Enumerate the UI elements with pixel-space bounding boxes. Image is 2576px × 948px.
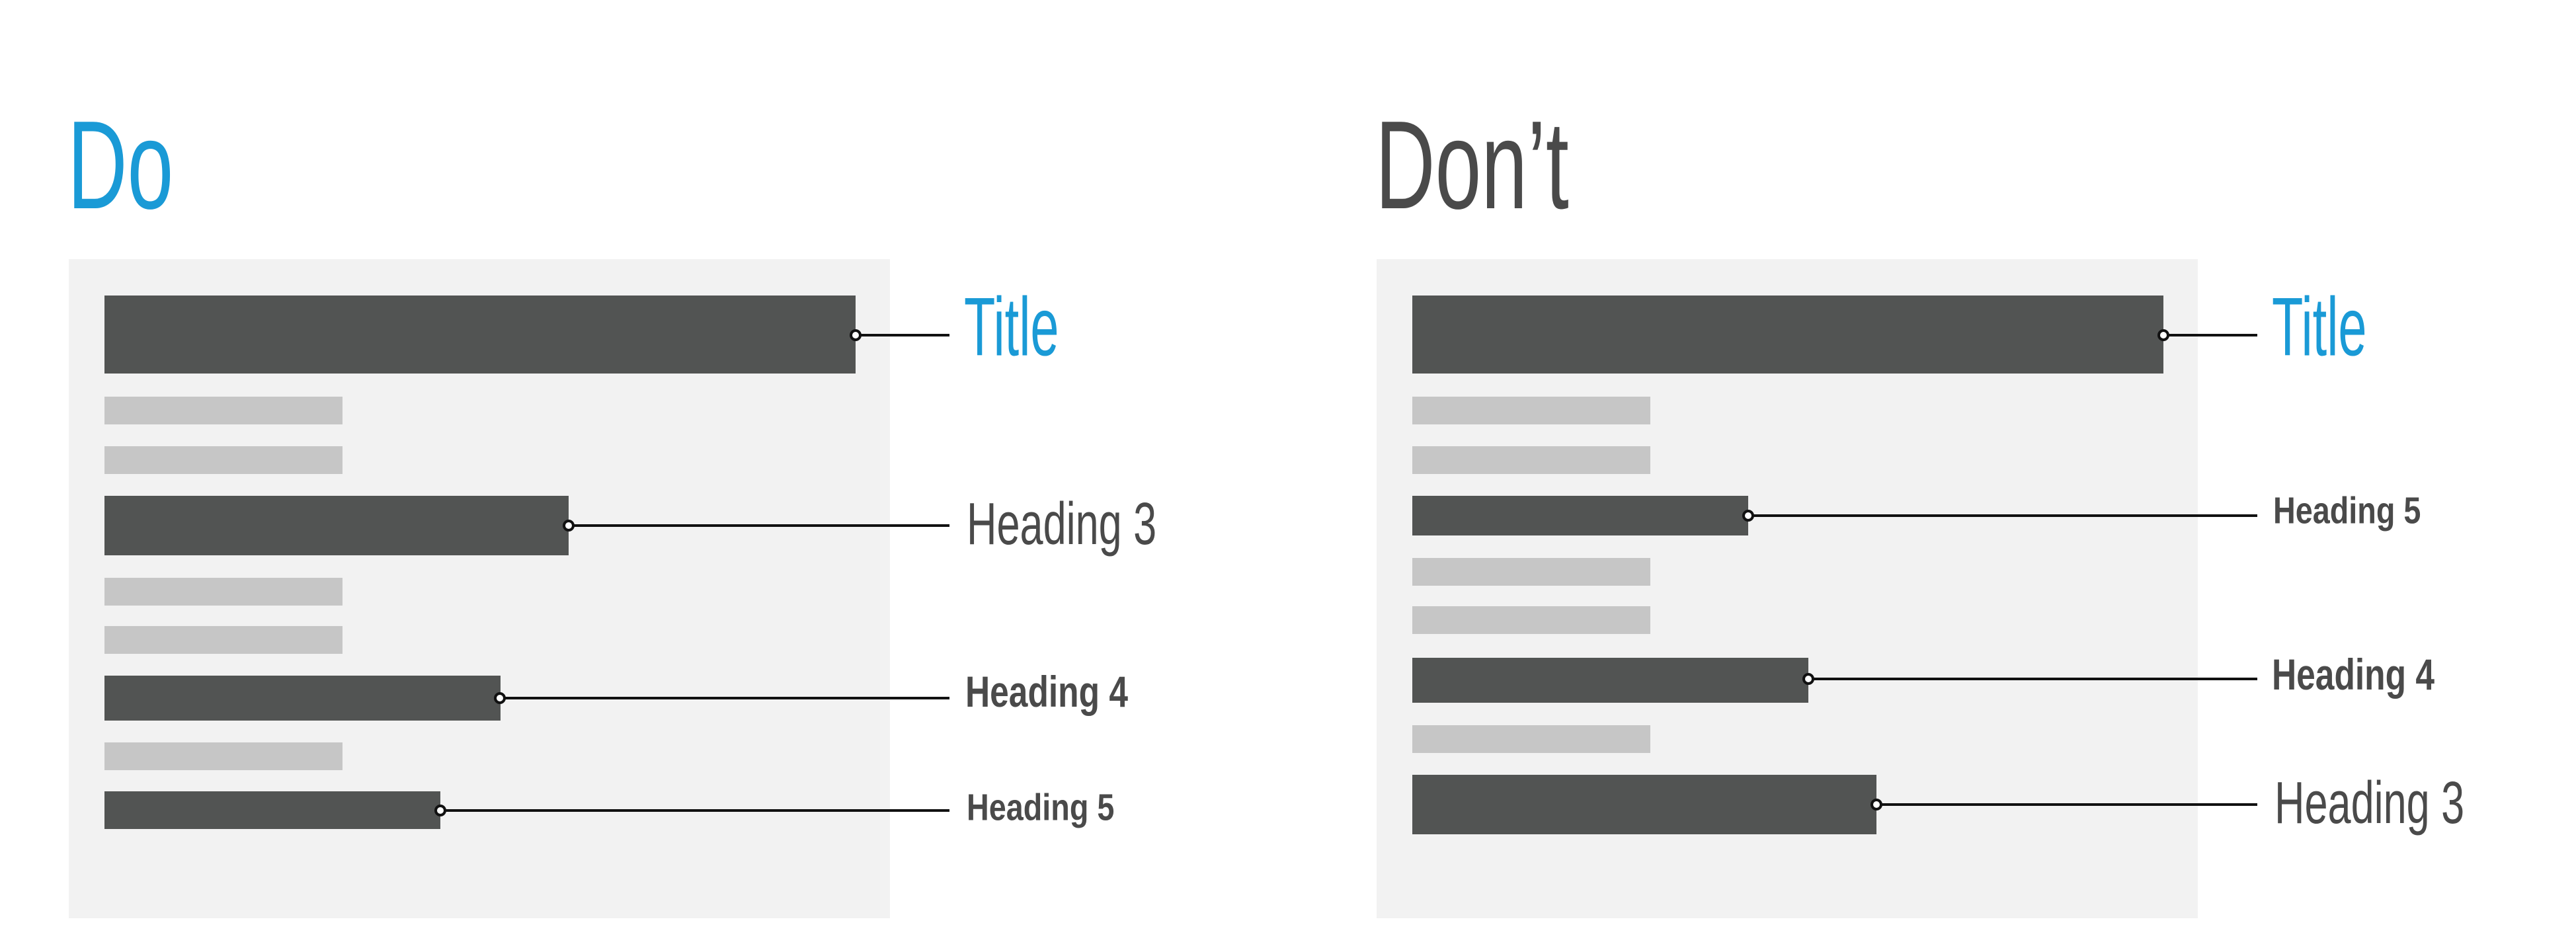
heading-4-bar <box>104 676 501 721</box>
text-line <box>104 626 342 654</box>
title-connector-dot <box>850 329 862 341</box>
title-leader-line <box>2163 334 2257 336</box>
text-line <box>104 578 342 606</box>
do-heading: Do <box>67 95 174 235</box>
heading-5-connector-dot <box>1742 510 1754 522</box>
heading-5-label: Heading 5 <box>2273 489 2421 532</box>
text-line <box>1412 606 1650 634</box>
heading-3-label: Heading 3 <box>2274 770 2465 836</box>
title-leader-line <box>856 334 949 336</box>
heading-4-label: Heading 4 <box>965 667 1129 716</box>
heading-4-connector-dot <box>494 692 506 704</box>
heading-5-connector-dot <box>434 805 446 816</box>
heading-4-leader-line <box>500 697 949 699</box>
heading-4-label: Heading 4 <box>2272 650 2435 699</box>
do-page-mockup <box>69 259 890 918</box>
title-bar <box>104 296 856 374</box>
dont-page-mockup <box>1377 259 2198 918</box>
heading-3-bar <box>104 496 569 555</box>
heading-3-connector-dot <box>1871 799 1882 810</box>
title-label: Title <box>2272 281 2367 374</box>
heading-3-bar <box>1412 775 1876 834</box>
heading-3-label: Heading 3 <box>967 491 1157 557</box>
heading-5-bar <box>1412 496 1748 535</box>
heading-3-connector-dot <box>563 520 575 532</box>
title-bar <box>1412 296 2163 374</box>
text-line <box>104 742 342 770</box>
title-connector-dot <box>2157 329 2169 341</box>
heading-4-connector-dot <box>1802 673 1814 685</box>
heading-5-leader-line <box>440 809 949 812</box>
title-label: Title <box>964 281 1059 374</box>
text-line <box>104 446 342 474</box>
text-line <box>1412 558 1650 586</box>
text-line <box>1412 725 1650 753</box>
heading-5-leader-line <box>1748 514 2257 517</box>
heading-3-leader-line <box>1876 803 2257 806</box>
text-line <box>104 397 342 424</box>
heading-4-leader-line <box>1808 678 2257 680</box>
text-line <box>1412 397 1650 424</box>
text-line <box>1412 446 1650 474</box>
heading-5-bar <box>104 791 440 829</box>
heading-4-bar <box>1412 658 1808 703</box>
heading-5-label: Heading 5 <box>967 786 1115 829</box>
dont-heading: Don’t <box>1375 95 1569 235</box>
heading-3-leader-line <box>569 524 949 527</box>
